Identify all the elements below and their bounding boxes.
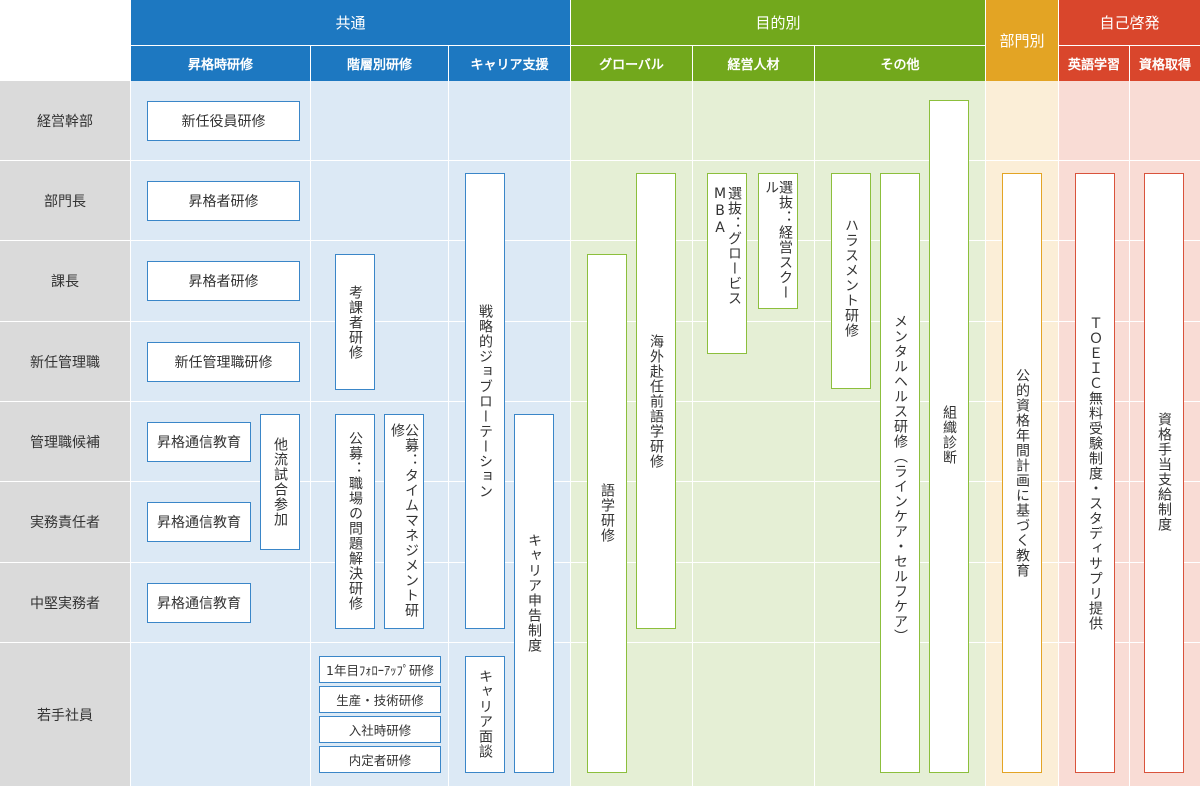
box-public-qualification-plan: 公的資格年間計画に基づく教育 <box>1002 173 1042 773</box>
box-promotion-training-dept-head: 昇格者研修 <box>147 181 300 221</box>
box-public-problem-solving: 公募：職場の問題解決研修 <box>335 414 375 629</box>
header-common: 共通 <box>131 0 570 45</box>
box-job-rotation: 戦略的ジョブローテーション <box>465 173 505 629</box>
box-evaluator-training: 考課者研修 <box>335 254 375 390</box>
box-career-report: キャリア申告制度 <box>514 414 554 773</box>
box-evaluator-training-label: 考課者研修 <box>347 285 363 360</box>
box-correspondence-education-3: 昇格通信教育 <box>147 583 251 623</box>
box-toeic-study-sapuri-label: ＴＯＥＩＣ無料受験制度・スタディサプリ提供 <box>1087 316 1103 631</box>
box-language-training: 語学研修 <box>587 254 627 773</box>
subheader-global: グローバル <box>571 46 692 81</box>
box-mental-health: メンタルヘルス研修（ラインケア・セルフケア） <box>880 173 920 773</box>
box-correspondence-education-2: 昇格通信教育 <box>147 502 251 542</box>
row-label-young-staff: 若手社員 <box>0 643 130 786</box>
box-org-diagnosis-label: 組織診断 <box>941 405 957 465</box>
box-job-rotation-label: 戦略的ジョブローテーション <box>477 304 493 499</box>
box-first-year-followup: 1年目ﾌｫﾛｰｱｯﾌﾟ研修 <box>319 656 441 683</box>
box-external-match: 他流試合参加 <box>260 414 300 550</box>
subheader-career: キャリア支援 <box>449 46 570 81</box>
row-label-practical-leader: 実務責任者 <box>0 482 130 562</box>
box-public-qualification-plan-label: 公的資格年間計画に基づく教育 <box>1014 368 1030 578</box>
box-overseas-language: 海外赴任前語学研修 <box>636 173 676 629</box>
header-purpose: 目的別 <box>571 0 985 45</box>
subheader-other: その他 <box>815 46 985 81</box>
box-public-time-management-label: 公募：タイムマネジメント研修 <box>389 423 419 618</box>
box-globis-mba: 選抜：グロービスMBA <box>707 173 747 354</box>
subheader-management-talent: 経営人材 <box>693 46 814 81</box>
row-label-executive: 経営幹部 <box>0 81 130 160</box>
box-toeic-study-sapuri: ＴＯＥＩＣ無料受験制度・スタディサプリ提供 <box>1075 173 1115 773</box>
row-label-dept-head: 部門長 <box>0 161 130 240</box>
box-public-problem-solving-label: 公募：職場の問題解決研修 <box>347 431 363 611</box>
row-label-new-manager: 新任管理職 <box>0 322 130 401</box>
box-career-interview: キャリア面談 <box>465 656 505 773</box>
subheader-qualification: 資格取得 <box>1130 46 1200 81</box>
header-department: 部門別 <box>986 0 1058 81</box>
box-new-manager-training: 新任管理職研修 <box>147 342 300 382</box>
box-globis-mba-label: 選抜：グロービスMBA <box>712 186 742 306</box>
box-production-tech: 生産・技術研修 <box>319 686 441 713</box>
box-management-school-label: 選抜：経営スクール <box>763 180 793 300</box>
row-label-mid-level: 中堅実務者 <box>0 563 130 642</box>
box-harassment-training: ハラスメント研修 <box>831 173 871 389</box>
box-qualification-allowance-label: 資格手当支給制度 <box>1156 412 1172 532</box>
subheader-promotion: 昇格時研修 <box>131 46 310 81</box>
header-self: 自己啓発 <box>1059 0 1200 45</box>
row-label-section-chief: 課長 <box>0 241 130 321</box>
box-overseas-language-label: 海外赴任前語学研修 <box>648 334 664 469</box>
row-label-manager-candidate: 管理職候補 <box>0 402 130 481</box>
box-new-officer-training: 新任役員研修 <box>147 101 300 141</box>
subheader-hierarchy: 階層別研修 <box>311 46 448 81</box>
box-management-school: 選抜：経営スクール <box>758 173 798 309</box>
box-promotion-training-section-chief: 昇格者研修 <box>147 261 300 301</box>
box-pre-hire: 内定者研修 <box>319 746 441 773</box>
subheader-english: 英語学習 <box>1059 46 1129 81</box>
box-public-time-management: 公募：タイムマネジメント研修 <box>384 414 424 629</box>
box-language-training-label: 語学研修 <box>599 483 615 543</box>
box-qualification-allowance: 資格手当支給制度 <box>1144 173 1184 773</box>
box-mental-health-label: メンタルヘルス研修（ラインケア・セルフケア） <box>892 314 908 644</box>
box-onboarding: 入社時研修 <box>319 716 441 743</box>
box-external-match-label: 他流試合参加 <box>272 437 288 527</box>
box-org-diagnosis: 組織診断 <box>929 100 969 773</box>
box-harassment-training-label: ハラスメント研修 <box>843 218 859 338</box>
box-correspondence-education-1: 昇格通信教育 <box>147 422 251 462</box>
box-career-report-label: キャリア申告制度 <box>526 533 542 653</box>
box-career-interview-label: キャリア面談 <box>477 669 493 759</box>
